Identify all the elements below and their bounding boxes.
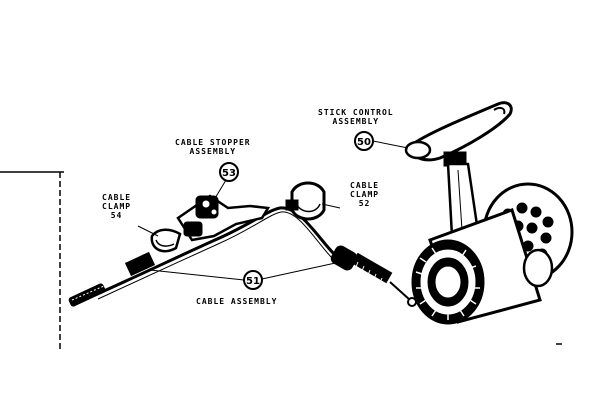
label-cable-stopper: CABLE STOPPER ASSEMBLY <box>175 138 251 156</box>
cable-adjuster <box>330 245 417 307</box>
cable-clamp-54 <box>124 228 182 277</box>
stick-control-assembly <box>404 101 574 325</box>
label-cable-clamp-54: CABLE CLAMP 54 <box>102 193 131 220</box>
label-cable-assembly: CABLE ASSEMBLY <box>196 297 278 306</box>
cable-clamp-52 <box>285 181 326 221</box>
callout-51: 51 <box>243 270 263 290</box>
label-cable-clamp-52-line1: CABLE <box>350 181 380 190</box>
label-stick-control: STICK CONTROL ASSEMBLY <box>318 108 394 126</box>
label-cable-clamp-54-line1: CABLE <box>102 193 132 202</box>
callout-50: 50 <box>354 131 374 151</box>
label-stick-control-line2: ASSEMBLY <box>332 117 380 126</box>
label-cable-clamp-52-line2: CLAMP <box>350 190 380 199</box>
label-cable-stopper-line2: ASSEMBLY <box>189 147 237 156</box>
leader-lines <box>137 140 409 281</box>
cable-end-left <box>68 283 106 307</box>
page-margin-bracket <box>0 171 64 352</box>
label-cable-clamp-52-line3: 52 <box>358 199 371 208</box>
label-cable-clamp-52: CABLE CLAMP 52 <box>350 181 379 208</box>
svg-text:51: 51 <box>246 276 260 287</box>
callout-53: 53 <box>219 162 239 182</box>
label-cable-clamp-54-line2: CLAMP <box>102 202 132 211</box>
svg-text:50: 50 <box>357 137 371 148</box>
label-cable-stopper-line1: CABLE STOPPER <box>175 138 251 147</box>
cable-wire <box>94 206 337 300</box>
label-cable-clamp-54-line3: 54 <box>110 211 123 220</box>
svg-text:53: 53 <box>222 168 236 179</box>
label-stick-control-line1: STICK CONTROL <box>318 108 394 117</box>
cable-stopper-assembly <box>176 194 271 242</box>
